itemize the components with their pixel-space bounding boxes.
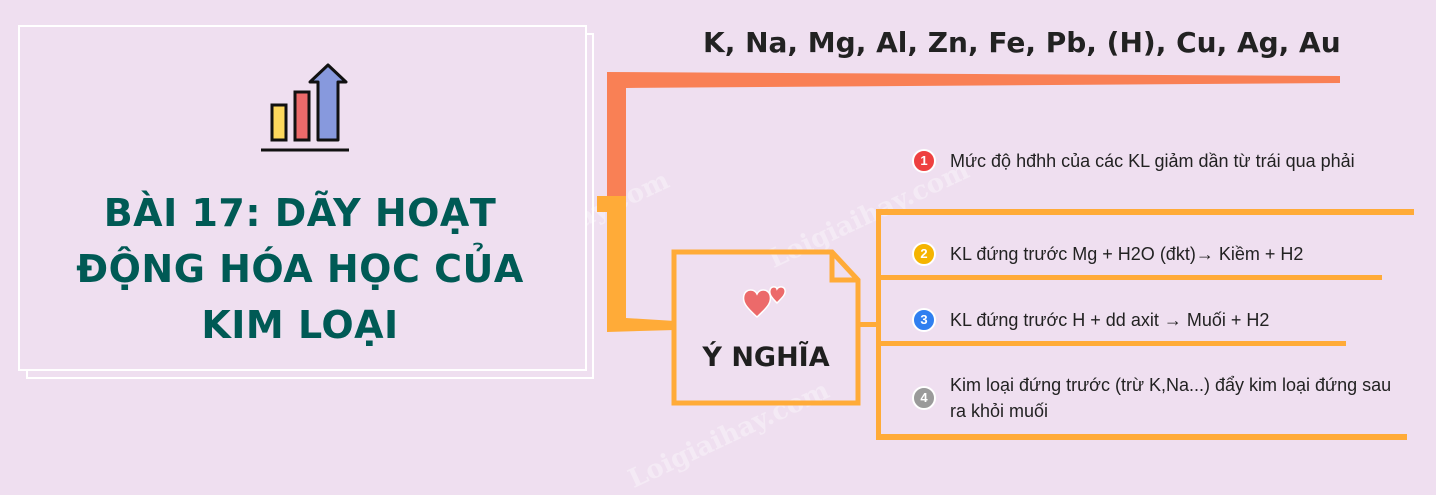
item-text: KL đứng trước Mg + H2O (đkt)→ Kiềm + H2 <box>950 244 1304 264</box>
item-text: Kim loại đứng trước (trừ K,Na...) đẩy ki… <box>950 375 1392 421</box>
title-line: ĐỘNG HÓA HỌC CỦA <box>76 247 524 291</box>
title-card <box>18 25 587 371</box>
list-item: 4 Kim loại đứng trước (trừ K,Na...) đẩy … <box>912 372 1400 424</box>
number-badge-icon: 2 <box>912 242 936 266</box>
list-item: 1 Mức độ hđhh của các KL giảm dần từ trá… <box>912 148 1400 174</box>
number-badge-icon: 3 <box>912 308 936 332</box>
list-item: 2 KL đứng trước Mg + H2O (đkt)→ Kiềm + H… <box>912 241 1400 267</box>
meaning-document-shape <box>671 249 861 406</box>
top-branch-connector <box>607 72 1340 205</box>
metal-activity-series: K, Na, Mg, Al, Zn, Fe, Pb, (H), Cu, Ag, … <box>703 26 1341 59</box>
title-line: BÀI 17: DÃY HOẠT <box>103 191 497 235</box>
list-item: 3 KL đứng trước H + dd axit → Muối + H2 <box>912 307 1400 333</box>
connector-lines <box>597 72 1414 440</box>
bar-chart-up-icon <box>261 63 349 152</box>
number-badge-icon: 4 <box>912 386 936 410</box>
meaning-branch-connector <box>597 196 675 332</box>
meaning-label: Ý NGHĨA <box>702 342 830 373</box>
number-badge-icon: 1 <box>912 149 936 173</box>
hearts-icon <box>742 286 786 319</box>
item-text: KL đứng trước H + dd axit → Muối + H2 <box>950 310 1270 330</box>
title-line: KIM LOẠI <box>201 303 399 347</box>
item-text: Mức độ hđhh của các KL giảm dần từ trái … <box>950 151 1355 171</box>
page-title: BÀI 17: DÃY HOẠT ĐỘNG HÓA HỌC CỦA KIM LO… <box>40 185 560 353</box>
